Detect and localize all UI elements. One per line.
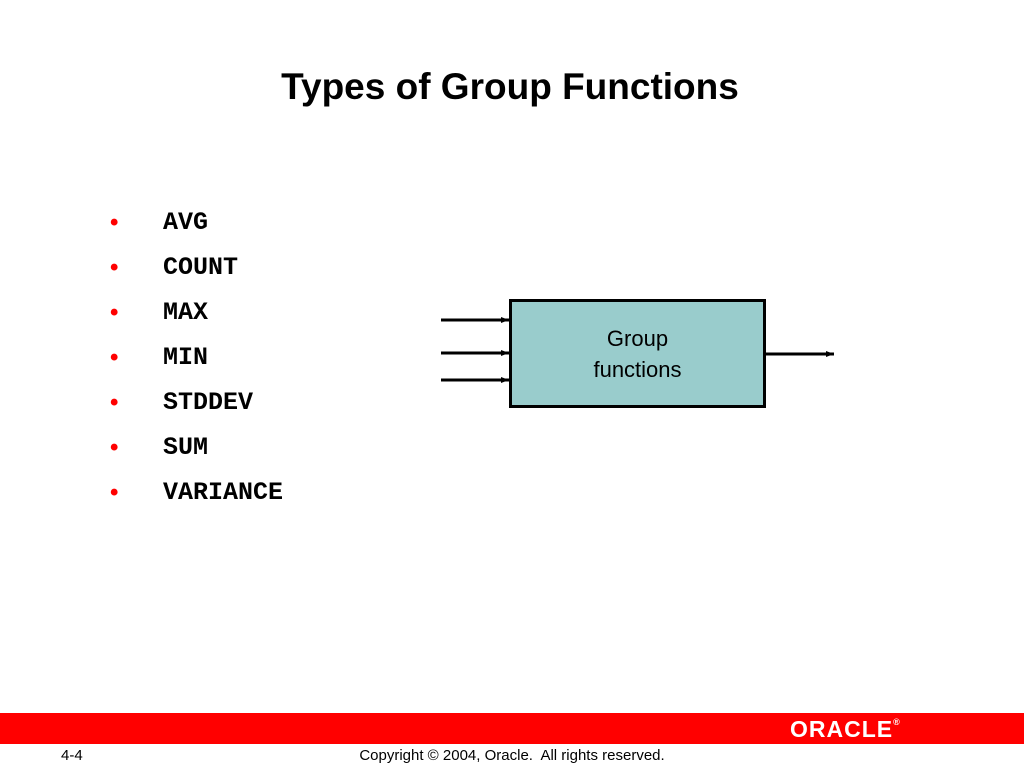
group-functions-label: Group functions (511, 301, 764, 406)
box-label-line-1: Group (606, 325, 669, 351)
function-name-max: MAX (163, 298, 209, 327)
function-name-sum: SUM (163, 433, 209, 462)
footer-bar (0, 713, 1024, 744)
slide-title: Types of Group Functions (281, 66, 739, 107)
registered-mark-icon: ® (893, 717, 900, 727)
group-functions-box (509, 299, 766, 408)
bullet-icon: • (110, 209, 119, 236)
page-number: 4-4 (61, 747, 83, 764)
bullet-icon: • (110, 434, 119, 461)
bullet-icon: • (110, 479, 119, 506)
oracle-logo-text: ORACLE (790, 716, 894, 742)
function-name-min: MIN (163, 343, 209, 372)
copyright-notice: Copyright © 2004, Oracle. All rights res… (359, 747, 665, 764)
bullet-icon: • (110, 344, 119, 371)
function-name-avg: AVG (163, 208, 209, 237)
oracle-logo: ORACLE® (790, 716, 920, 742)
box-label-line-2: functions (593, 356, 682, 382)
bullet-icon: • (110, 299, 119, 326)
bullet-icon: • (110, 254, 119, 281)
function-name-variance: VARIANCE (163, 478, 284, 507)
function-name-stddev: STDDEV (163, 388, 254, 417)
function-name-count: COUNT (163, 253, 239, 282)
bullet-icon: • (110, 389, 119, 416)
